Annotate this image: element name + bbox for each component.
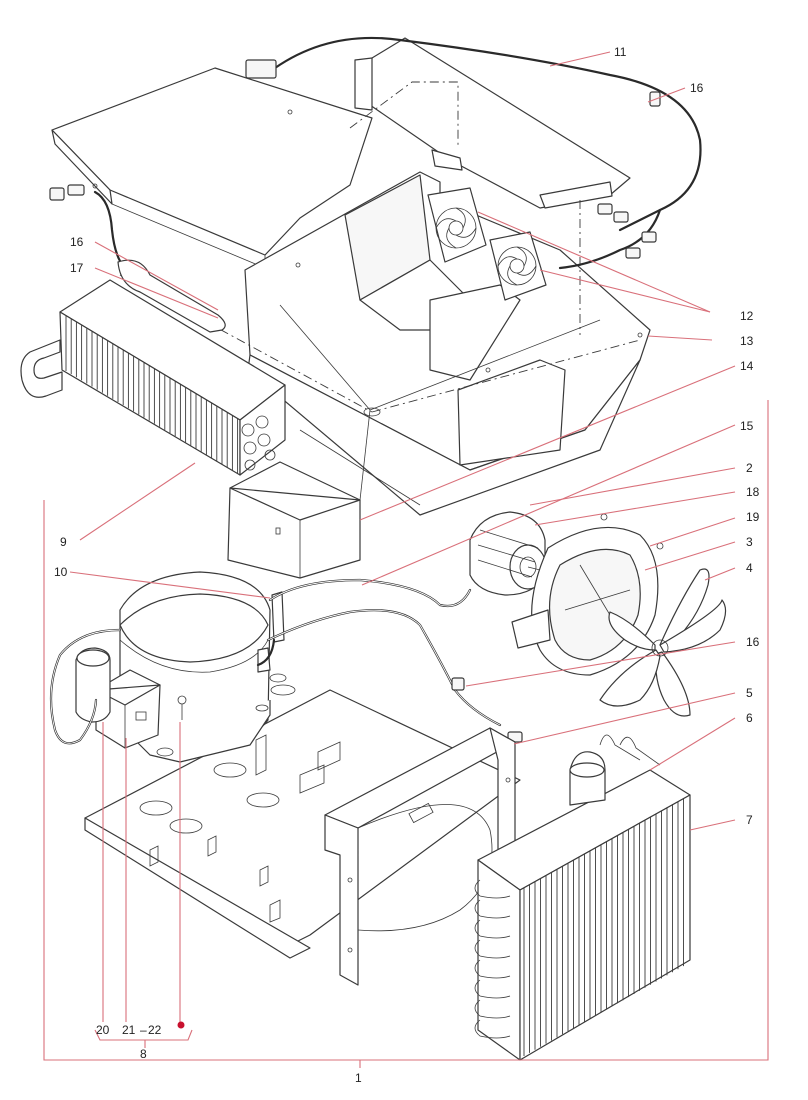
marker-dot: [177, 1021, 185, 1029]
starting-relay: [95, 669, 161, 749]
callout-7: 7: [746, 813, 753, 827]
callout-15: 15: [740, 419, 754, 433]
condenser-tube-bend: [474, 999, 511, 1019]
condenser-tube-bend: [474, 959, 511, 979]
callout-13: 13: [740, 334, 754, 348]
callout-2: 2: [746, 461, 753, 475]
callout-9: 9: [60, 535, 67, 549]
evaporator-fan-right: [489, 231, 547, 301]
callout-19: 19: [746, 510, 760, 524]
callout-6: 6: [746, 711, 753, 725]
refrigerant-lines: [49, 578, 523, 745]
callout-10: 10: [54, 565, 68, 579]
evaporator-fan-left: [427, 187, 487, 263]
callout-20: 20: [96, 1023, 110, 1037]
condenser-tube-bend: [474, 879, 511, 899]
callout-12: 12: [740, 309, 754, 323]
callout-14: 14: [740, 359, 754, 373]
callout-16-left: 16: [70, 235, 84, 249]
air-duct-panel: [354, 37, 631, 209]
callout-22: 22: [148, 1023, 162, 1037]
callout-8: 8: [140, 1047, 147, 1061]
callout-21: 21: [122, 1023, 136, 1037]
callout-5: 5: [746, 686, 753, 700]
assembly-centerlines: [119, 81, 641, 413]
condenser-coil: [474, 734, 691, 1061]
callout-4: 4: [746, 561, 753, 575]
wiring-harness: [49, 36, 702, 270]
callout-1: 1: [355, 1071, 362, 1085]
condenser-tube-bend: [474, 939, 511, 959]
callout-16-right: 16: [746, 635, 760, 649]
callout-18: 18: [746, 485, 760, 499]
start-capacitor: [75, 647, 111, 723]
callout-16-top: 16: [690, 81, 704, 95]
callout-leaders: [43, 51, 769, 1068]
callout-3: 3: [746, 535, 753, 549]
callout-labels: 1 2 3 4 5 6 7 8 9 10 11 12 13 14 15 16 1…: [54, 45, 760, 1085]
callout-11: 11: [614, 45, 627, 59]
evaporator-coil: [20, 259, 286, 476]
drain-tray: [227, 461, 361, 579]
condenser-tube-bend: [474, 919, 511, 939]
top-cover-plate: [51, 67, 373, 269]
callout-dash: –: [140, 1023, 147, 1037]
base-plate: [84, 673, 521, 959]
condenser-tube-bend: [474, 979, 511, 999]
fan-blade: [599, 568, 727, 717]
condenser-tube-bend: [474, 899, 511, 919]
callout-17: 17: [70, 261, 84, 275]
condenser-tube-bend: [474, 1019, 511, 1039]
